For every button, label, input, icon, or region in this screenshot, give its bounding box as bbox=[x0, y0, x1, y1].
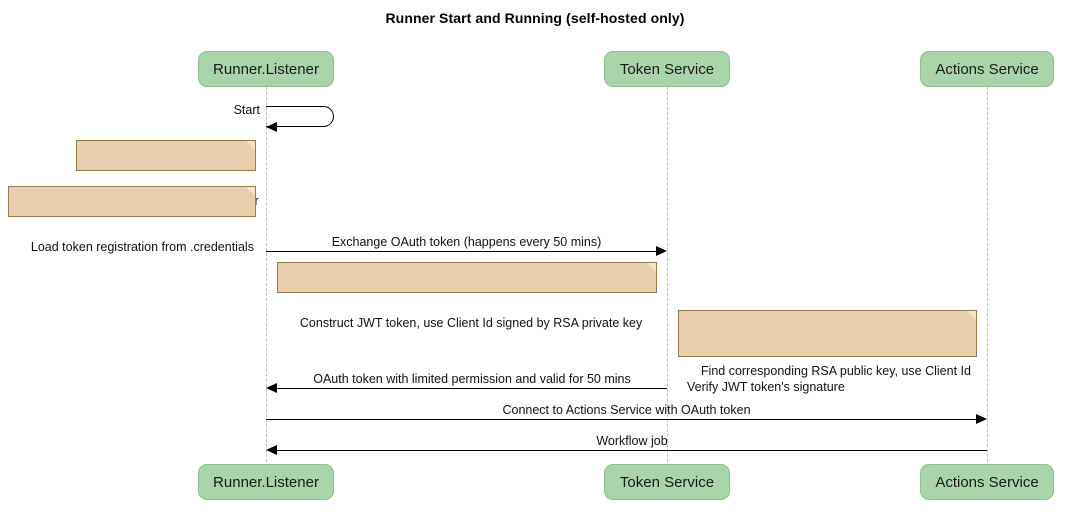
message-label-oauth-token-return: OAuth token with limited permission and … bbox=[313, 372, 631, 386]
message-arrowhead-connect-actions bbox=[976, 414, 987, 424]
message-line-exchange-oauth bbox=[266, 251, 656, 252]
lifeline-actions bbox=[987, 87, 988, 462]
participant-actions-bottom[interactable]: Actions Service bbox=[920, 464, 1054, 500]
note-text: Construct JWT token, use Client Id signe… bbox=[299, 316, 643, 330]
participant-actions-top[interactable]: Actions Service bbox=[920, 51, 1054, 87]
lifeline-runner bbox=[266, 87, 267, 462]
self-message-arrowhead-start bbox=[266, 122, 277, 132]
participant-label: Runner.Listener bbox=[213, 60, 319, 78]
message-label-connect-actions: Connect to Actions Service with OAuth to… bbox=[502, 403, 751, 417]
note-text: Find corresponding RSA public key, use C… bbox=[687, 364, 971, 394]
note-fold-inner-icon bbox=[246, 187, 255, 196]
message-arrowhead-exchange-oauth bbox=[656, 246, 667, 256]
message-line-workflow-job bbox=[277, 450, 987, 451]
self-message-label-start: Start bbox=[233, 103, 260, 117]
self-message-loop-start bbox=[266, 106, 334, 127]
participant-label: Runner.Listener bbox=[213, 473, 319, 491]
participant-token-top[interactable]: Token Service bbox=[604, 51, 730, 87]
note-fold-inner-icon bbox=[647, 263, 656, 272]
note-construct-jwt: Construct JWT token, use Client Id signe… bbox=[277, 262, 657, 330]
participant-label: Actions Service bbox=[935, 60, 1039, 78]
message-label-workflow-job: Workflow job bbox=[596, 434, 668, 448]
participant-label: Actions Service bbox=[935, 473, 1039, 491]
lifeline-token bbox=[667, 87, 668, 462]
message-arrowhead-oauth-token-return bbox=[266, 383, 277, 393]
note-load-config: Load config info from .runner bbox=[76, 140, 259, 208]
note-text: Load token registration from .credential… bbox=[30, 240, 254, 254]
note-fold-inner-icon bbox=[246, 141, 255, 150]
message-arrowhead-workflow-job bbox=[266, 445, 277, 455]
diagram-title: Runner Start and Running (self-hosted on… bbox=[385, 10, 685, 26]
note-load-token-registration: Load token registration from .credential… bbox=[8, 186, 256, 254]
participant-label: Token Service bbox=[619, 473, 715, 491]
note-fold-inner-icon bbox=[967, 311, 976, 320]
message-label-exchange-oauth: Exchange OAuth token (happens every 50 m… bbox=[331, 235, 602, 249]
message-line-oauth-token-return bbox=[277, 388, 667, 389]
message-line-connect-actions bbox=[266, 419, 976, 420]
participant-token-bottom[interactable]: Token Service bbox=[604, 464, 730, 500]
participant-runner-bottom[interactable]: Runner.Listener bbox=[198, 464, 334, 500]
note-verify-jwt: Find corresponding RSA public key, use C… bbox=[678, 310, 977, 394]
participant-label: Token Service bbox=[619, 60, 715, 78]
participant-runner-top[interactable]: Runner.Listener bbox=[198, 51, 334, 87]
